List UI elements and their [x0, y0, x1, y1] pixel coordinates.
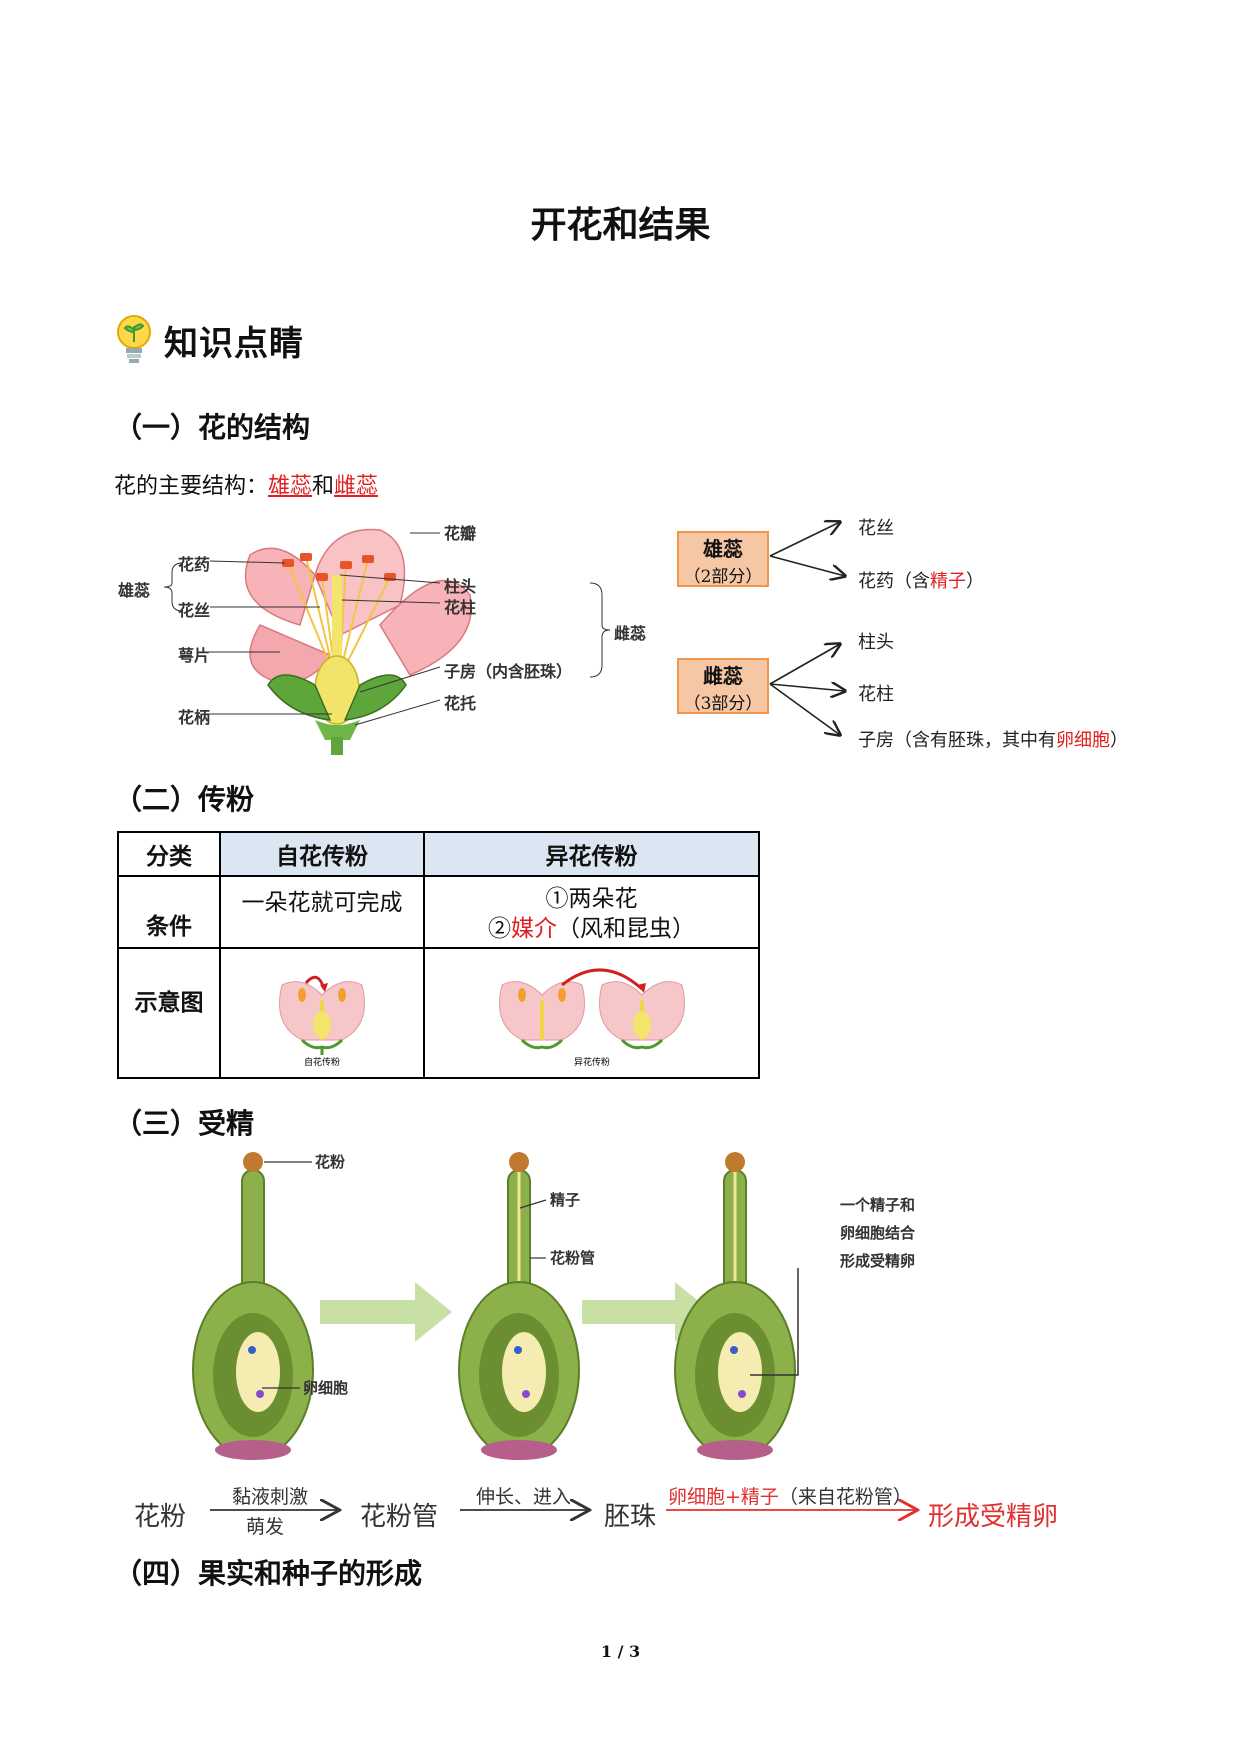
cross-pollination-diagram: 异花传粉 [423, 947, 760, 1079]
map-style: 花柱 [858, 684, 894, 705]
pistil-keyword: 雌蕊 [334, 474, 379, 499]
header-self-pollination: 自花传粉 [219, 831, 425, 877]
label-stigma: 柱头 [444, 577, 477, 596]
self-pollination-diagram: 自花传粉 [219, 947, 425, 1079]
cross-condition-2: ②媒介（风和昆虫） [425, 914, 758, 944]
label-sepal: 萼片 [178, 646, 211, 665]
label-receptacle: 花托 [444, 694, 477, 713]
flow-pollen-tube: 花粉管 [360, 1502, 439, 1532]
pollination-table: 分类 自花传粉 异花传粉 条件 一朵花就可完成 ①两朵花 ②媒介（风和昆虫） 示… [117, 831, 760, 1079]
pistil-box: 雌蕊 （3部分） [677, 658, 769, 714]
fertilization-diagram: 花粉 卵细胞 精子 花粉管 一个精子和 卵细胞结合 形成受精卵 [192, 1152, 916, 1460]
flow-arrow1-top: 黏液刺激 [232, 1486, 309, 1508]
label-style: 花柱 [444, 598, 477, 617]
section-heading-fruit-seed: （四）果实和种子的形成 [114, 1557, 423, 1590]
cross-condition-1: ①两朵花 [545, 886, 638, 912]
pistil-box-sub: （3部分） [683, 694, 763, 714]
label-anther: 花药 [178, 555, 211, 574]
pistil-box-title: 雌蕊 [703, 664, 743, 688]
cross-condition-medium: 媒介 [511, 916, 557, 942]
flower-structure-diagram: 花瓣 花药 雄蕊 花丝 柱头 花柱 雌蕊 萼片 子房（内含胚珠） 花托 花柄 [110, 515, 650, 755]
section-banner: 知识点睛 [114, 312, 304, 368]
flow-arrows [210, 1482, 1080, 1542]
map-ovary: 子房（含有胚珠，其中有卵细胞） [858, 726, 1128, 752]
map-stigma: 柱头 [858, 632, 894, 653]
self-pollination-flower: 自花传粉 [279, 975, 365, 1067]
header-category: 分类 [117, 831, 221, 877]
cross-pollination-flowers: 异花传粉 [498, 968, 685, 1067]
stamen-box-title: 雄蕊 [703, 537, 743, 561]
structure-intro-and: 和 [312, 474, 335, 499]
label-result-2: 卵细胞结合 [840, 1224, 916, 1242]
label-sperm: 精子 [550, 1191, 580, 1209]
map-ovary-suffix: ） [1110, 730, 1128, 751]
page-number: 1 / 3 [600, 1642, 641, 1661]
cross-condition-2-suffix: （风和昆虫） [557, 916, 695, 942]
fertilization-flow: 花粉 黏液刺激 萌发 花粉管 伸长、进入 胚珠 卵细胞+精子（来自花粉管） 形成… [120, 1482, 1080, 1542]
label-result-3: 形成受精卵 [840, 1252, 915, 1270]
cross-condition-2-prefix: ② [488, 916, 511, 942]
header-cross-pollination: 异花传粉 [423, 831, 760, 877]
section-banner-label: 知识点睛 [164, 323, 304, 364]
flow-arrow3-red: 卵细胞+精子 [668, 1486, 779, 1508]
map-anther-sperm: 精子 [930, 571, 966, 592]
map-ovary-egg: 卵细胞 [1056, 730, 1110, 751]
map-filament: 花丝 [858, 518, 894, 539]
structure-intro: 花的主要结构：雄蕊和雌蕊 [114, 468, 378, 500]
map-ovary-prefix: 子房（含有胚珠，其中有 [858, 730, 1056, 751]
row-condition-label: 条件 [117, 875, 221, 949]
self-caption: 自花传粉 [304, 1056, 340, 1067]
fertilization-stage-1 [192, 1152, 314, 1460]
fertilization-stage-3 [674, 1152, 799, 1460]
flower-illustration [163, 528, 611, 755]
label-egg-cell: 卵细胞 [303, 1379, 348, 1397]
cross-condition: ①两朵花 ②媒介（风和昆虫） [423, 875, 760, 949]
flow-result: 形成受精卵 [928, 1502, 1059, 1532]
label-stalk: 花柄 [178, 708, 211, 727]
section-heading-fertilization: （三）受精 [114, 1107, 255, 1140]
map-anther-prefix: 花药（含 [858, 571, 930, 592]
label-pistil: 雌蕊 [614, 624, 647, 643]
map-anther-suffix: ） [966, 571, 984, 592]
label-pollen: 花粉 [315, 1153, 345, 1171]
stamen-box-sub: （2部分） [683, 567, 763, 587]
label-pollen-tube: 花粉管 [550, 1249, 595, 1267]
stamen-keyword: 雄蕊 [268, 474, 313, 499]
structure-intro-prefix: 花的主要结构： [114, 474, 269, 499]
label-stamen: 雄蕊 [118, 581, 151, 600]
flow-ovule: 胚珠 [604, 1502, 657, 1532]
label-ovary: 子房（内含胚珠） [444, 662, 573, 681]
label-filament: 花丝 [178, 601, 211, 620]
flow-arrow3-black: （来自花粉管） [778, 1486, 912, 1508]
page-title: 开花和结果 [530, 204, 711, 246]
concept-map-arrows [769, 510, 865, 750]
label-result-1: 一个精子和 [840, 1196, 915, 1214]
fertilization-stage-2 [458, 1152, 580, 1460]
label-petal: 花瓣 [444, 524, 477, 543]
map-anther: 花药（含精子） [858, 567, 984, 593]
flow-arrow3-label: 卵细胞+精子（来自花粉管） [668, 1482, 912, 1509]
self-condition: 一朵花就可完成 [219, 875, 425, 949]
lightbulb-icon [117, 315, 151, 363]
row-diagram-label: 示意图 [117, 947, 221, 1079]
section-heading-structure: （一）花的结构 [114, 411, 311, 444]
section-heading-pollination: （二）传粉 [114, 783, 255, 816]
cross-caption: 异花传粉 [573, 1056, 609, 1067]
flow-arrow2-top: 伸长、进入 [476, 1486, 572, 1508]
stamen-box: 雄蕊 （2部分） [677, 531, 769, 587]
flow-arrow1-bottom: 萌发 [246, 1516, 285, 1538]
flow-pollen: 花粉 [134, 1502, 187, 1532]
